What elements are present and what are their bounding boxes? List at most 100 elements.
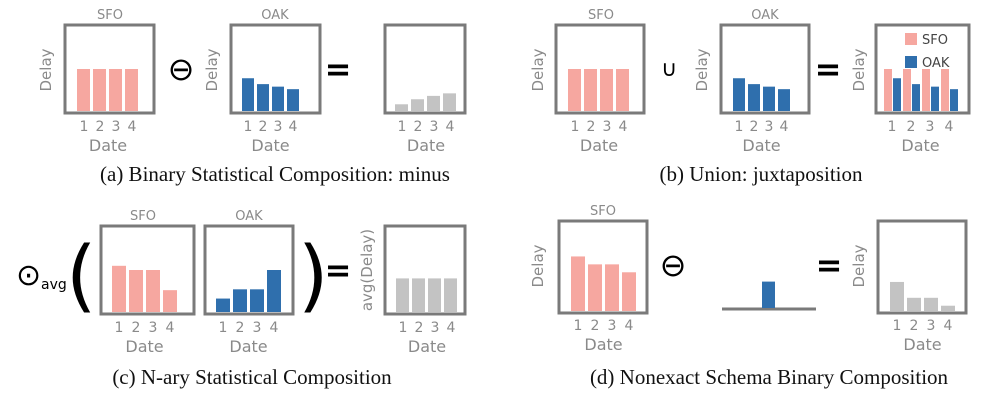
panel-b-result-frame (874, 23, 971, 115)
panel-d-equals-operator: = (816, 246, 843, 284)
panel-c: ⊙ avg ( SFO OAK ) = avg(Delay) (16, 209, 467, 321)
d-res-tick-4: 4 (944, 318, 953, 334)
d-sfo-tick-1: 1 (574, 318, 583, 334)
panel-c-result-bar-1 (396, 278, 409, 312)
a-res-tick-3: 3 (430, 119, 439, 135)
panel-b-sfo-bar-4 (616, 69, 629, 111)
panel-d-result-bar-3 (924, 297, 938, 311)
a-oak-tick-2: 2 (259, 119, 268, 135)
c-res-tick-3: 3 (431, 320, 440, 336)
panel-d-sfo-bars (571, 256, 636, 311)
b-sfo-tick-3: 3 (603, 119, 612, 135)
panel-b-sfo-bars (568, 69, 629, 111)
panel-d-minus-operator: ⊖ (660, 246, 687, 284)
panel-c-result-bar-4 (444, 278, 457, 312)
panel-d-result-bar-4 (941, 305, 955, 311)
panel-a-result-bar-2 (411, 99, 424, 111)
panel-c-oak-bar-2 (233, 289, 247, 312)
panel-b-result-oak-bar-1 (893, 78, 901, 111)
panel-b-sfo-bar-2 (584, 69, 597, 111)
b-res-tick-4: 4 (945, 119, 954, 135)
panel-d: SFO Delay ⊖ = Delay (529, 204, 968, 315)
panel-c-result-bar-2 (412, 278, 425, 312)
d-res-tick-2: 2 (910, 318, 919, 334)
panel-c-sfo-frame (99, 224, 196, 316)
panel-a-result-bar-4 (443, 93, 456, 111)
panel-c-result-frame (383, 224, 467, 316)
panel-d-result-ylabel: Delay (850, 244, 868, 287)
panel-b-result-sfo-bar-4 (941, 69, 949, 111)
panel-b-result-sfo-bar-2 (903, 69, 911, 111)
b-sfo-tick-4: 4 (619, 119, 628, 135)
panel-d-sfo-frame (557, 219, 649, 315)
panel-c-equals-operator: = (325, 251, 352, 289)
panel-a-oak-bars (242, 78, 299, 111)
panel-a-sfo-frame (63, 23, 156, 115)
d-res-tick-3: 3 (927, 318, 936, 334)
panel-d-sfo-bar-1 (571, 256, 585, 311)
a-sfo-date-label: Date (89, 136, 127, 155)
a-res-tick-4: 4 (446, 119, 455, 135)
panel-b-result-sfo-bar-3 (922, 69, 930, 111)
panel-a: SFO Delay ⊖ OAK Delay = (37, 8, 467, 115)
panel-c-odot-operator: ⊙ (16, 258, 41, 293)
panel-c-result-bars (396, 278, 457, 312)
b-oak-date-label: Date (742, 136, 780, 155)
panel-b-result-ylabel: Delay (850, 48, 868, 91)
panel-b-oak-frame (719, 23, 811, 115)
c-sfo-tick-3: 3 (149, 320, 158, 336)
panel-d-result-bar-1 (890, 281, 904, 311)
b-res-tick-3: 3 (926, 119, 935, 135)
a-res-date-label: Date (407, 136, 445, 155)
c-res-tick-1: 1 (399, 320, 408, 336)
c-oak-tick-2: 2 (236, 320, 245, 336)
a-oak-date-label: Date (251, 136, 289, 155)
panel-c-result-bar-3 (428, 278, 441, 312)
panel-b-oak-bar-2 (748, 84, 760, 111)
b-sfo-tick-1: 1 (571, 119, 580, 135)
panel-a-oak-bar-2 (257, 84, 269, 111)
caption-d: (d) Nonexact Schema Binary Composition (590, 365, 949, 389)
b-oak-tick-3: 3 (765, 119, 774, 135)
legend-sfo-swatch (905, 33, 917, 45)
panel-b-sfo-bar-3 (600, 69, 613, 111)
panel-c-sfo-bar-4 (163, 290, 177, 312)
panel-c-sfo-bar-1 (112, 265, 126, 312)
a-oak-tick-4: 4 (289, 119, 298, 135)
a-oak-tick-3: 3 (274, 119, 283, 135)
c-sfo-tick-4: 4 (166, 320, 175, 336)
panel-b-sfo-title: SFO (588, 8, 614, 23)
d-sfo-date-label: Date (584, 335, 622, 354)
panel-b-oak-title: OAK (751, 8, 779, 23)
b-oak-tick-2: 2 (750, 119, 759, 135)
panel-a-result-bar-1 (395, 104, 408, 111)
panel-b-equals-operator: = (815, 50, 842, 88)
b-sfo-date-label: Date (580, 136, 618, 155)
panel-c-oak-bar-3 (250, 289, 264, 312)
panel-b-sfo-ylabel: Delay (529, 48, 547, 91)
c-oak-tick-3: 3 (253, 320, 262, 336)
a-sfo-tick-4: 4 (128, 119, 137, 135)
c-sfo-date-label: Date (125, 337, 163, 356)
a-res-tick-2: 2 (414, 119, 423, 135)
panel-c-oak-frame (203, 224, 295, 316)
panel-a-oak-bar-4 (287, 89, 299, 111)
d-res-tick-1: 1 (893, 318, 902, 334)
panel-b-oak-bar-4 (778, 89, 790, 111)
panel-b-oak-bars (733, 78, 790, 111)
panel-c-oak-bar-1 (216, 298, 230, 312)
panel-a-oak-bar-3 (272, 86, 284, 111)
caption-c: (c) N-ary Statistical Composition (112, 365, 392, 389)
panel-c-oak-title: OAK (235, 209, 263, 224)
panel-d-sfo-bar-3 (605, 264, 619, 311)
panel-d-oak-bars (762, 281, 775, 308)
panel-c-sfo-bar-3 (146, 270, 160, 312)
c-sfo-tick-1: 1 (115, 320, 124, 336)
d-sfo-tick-2: 2 (591, 318, 600, 334)
panel-a-sfo-bar-3 (109, 69, 122, 111)
panel-d-sfo-title: SFO (590, 204, 616, 219)
panel-a-oak-bar-1 (242, 78, 254, 111)
panel-d-sfo-bar-2 (588, 264, 602, 311)
